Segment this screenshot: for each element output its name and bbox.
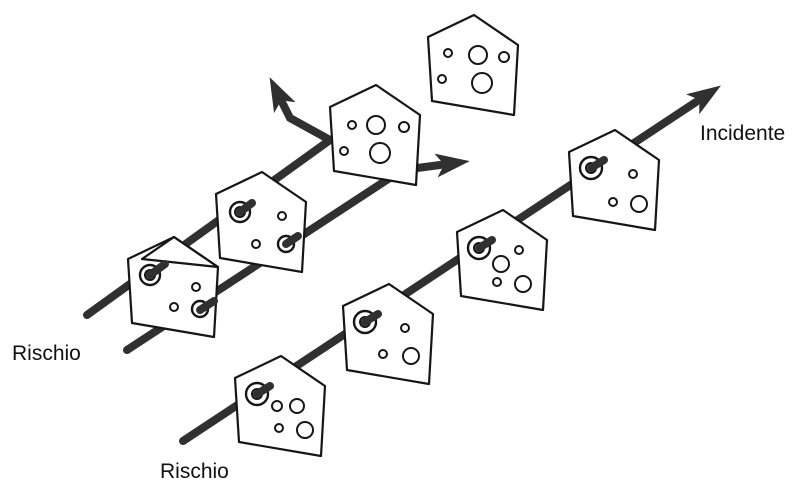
trajectory-through-holes (146, 156, 608, 398)
cheese-slice (126, 235, 220, 339)
cheese-slice-floating (426, 13, 520, 117)
risk-trajectory-upper-left (83, 77, 334, 319)
label-rischio-left: Rischio (12, 342, 81, 365)
label-incidente: Incidente (700, 122, 785, 145)
cheese-slice (214, 170, 308, 274)
cheese-slice (341, 282, 435, 386)
cheese-slice-blocking (328, 83, 422, 187)
cheese-slice (455, 208, 549, 312)
cheese-slice (567, 128, 661, 232)
label-rischio-bottom: Rischio (160, 460, 229, 483)
cheese-slice (233, 354, 327, 458)
